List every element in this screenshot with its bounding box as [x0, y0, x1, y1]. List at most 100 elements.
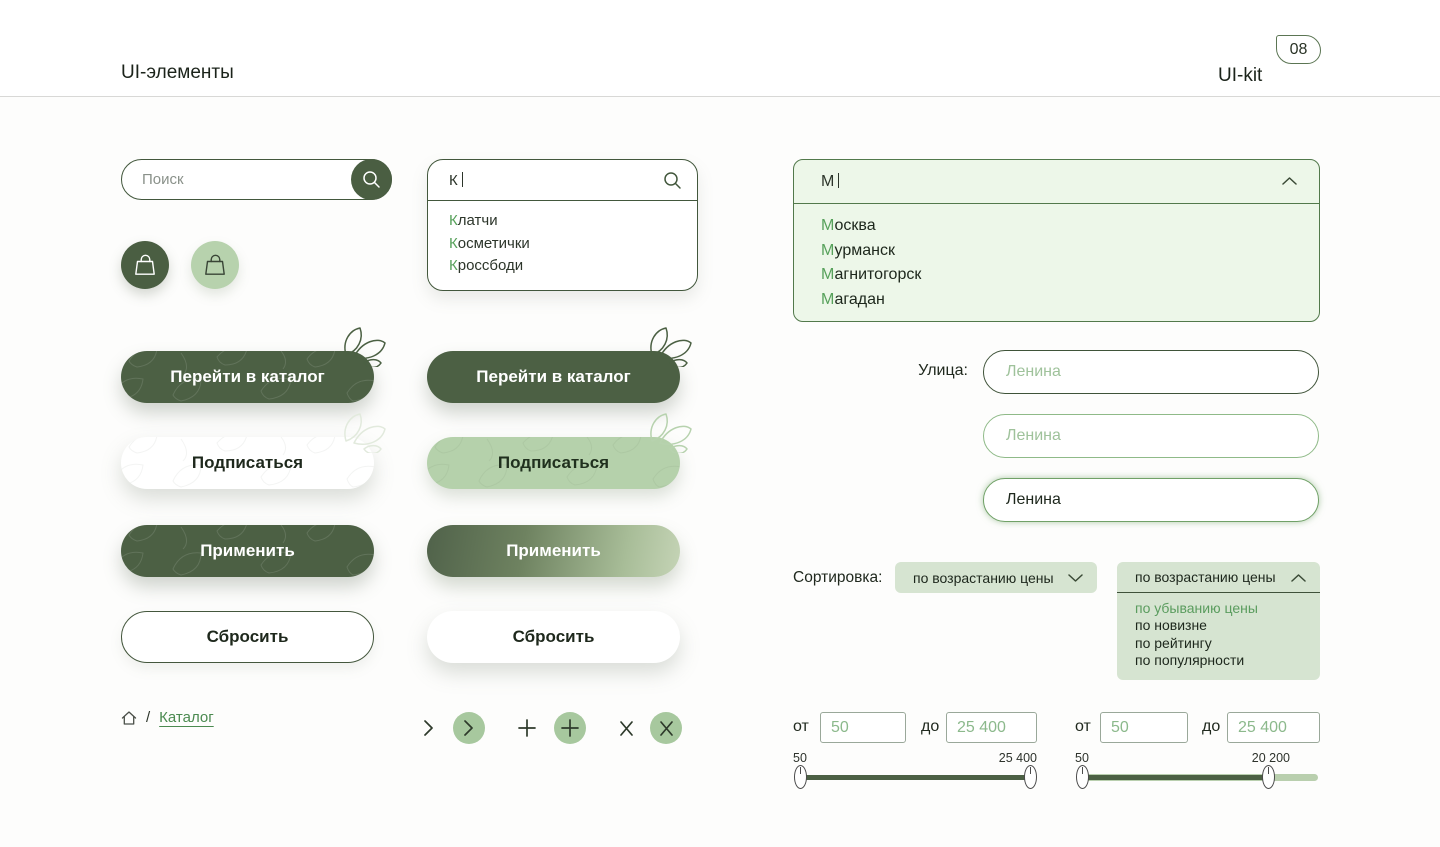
city-options-list: Москва Мурманск Магнитогорск Магадан [794, 204, 1319, 312]
chevron-up-icon [1291, 574, 1306, 582]
header: UI-элементы UI-kit 08 [0, 0, 1440, 97]
slider-min-label: 50 [1075, 751, 1089, 765]
catalog-button-textured[interactable]: Перейти в каталог [121, 327, 386, 403]
slider-handle-min[interactable] [794, 765, 807, 789]
chevron-down-icon [1068, 574, 1083, 582]
price-to-label: до [921, 718, 940, 735]
slider-handle-max[interactable] [1262, 765, 1275, 789]
catalog-button-label: Перейти в каталог [476, 367, 631, 386]
page-title: UI-элементы [121, 62, 234, 83]
sort-option[interactable]: по новизне [1135, 617, 1207, 634]
price-to-input[interactable] [1227, 712, 1320, 743]
slider-max-label: 25 400 [998, 751, 1037, 765]
apply-button-dark[interactable]: Применить [121, 525, 374, 577]
city-option[interactable]: Мурманск [821, 241, 895, 259]
search-field [121, 159, 392, 200]
catalog-button-solid[interactable]: Перейти в каталог [427, 327, 692, 403]
page-number-badge: 08 [1276, 35, 1321, 64]
autocomplete-typed-text: К [449, 172, 463, 189]
subscribe-button-label: Подписаться [191, 453, 304, 472]
reset-button-label: Сбросить [512, 627, 595, 646]
price-from-input[interactable] [1100, 712, 1188, 743]
autocomplete-option[interactable]: Косметички [449, 234, 530, 252]
autocomplete-option[interactable]: Кроссбоди [449, 257, 524, 275]
apply-button-label: Применить [506, 541, 601, 560]
subscribe-button-label: Подписаться [497, 453, 610, 472]
autocomplete-option[interactable]: Клатчи [449, 212, 498, 229]
plus-circle-button[interactable] [554, 712, 586, 744]
slider-handle-max[interactable] [1024, 765, 1037, 789]
sort-options-list: по убыванию цены по новизне по рейтингу … [1117, 593, 1320, 680]
reset-button-flat[interactable]: Сбросить [427, 611, 680, 663]
close-circle-button[interactable] [650, 712, 682, 744]
subscribe-button-light[interactable]: Подписаться [427, 413, 692, 489]
uikit-label: UI-kit [1218, 65, 1263, 86]
city-typed-text: М [821, 173, 840, 191]
leaf-decoration-icon [650, 327, 692, 367]
sort-selected-value: по возрастанию цены [913, 569, 1054, 586]
city-combobox: М Москва Мурманск Магнитогорск Магадан [793, 159, 1320, 322]
search-button[interactable] [351, 159, 392, 200]
street-input-default[interactable] [983, 350, 1319, 394]
breadcrumb: / Каталог [121, 709, 214, 726]
chevron-right-button[interactable] [424, 720, 434, 736]
slider-max-label: 20 200 [1251, 751, 1290, 765]
reset-button-label: Сбросить [206, 627, 289, 646]
sort-option[interactable]: по убыванию цены [1135, 600, 1258, 616]
chevron-right-icon [424, 720, 433, 736]
autocomplete-list: Клатчи Косметички Кроссбоди [428, 201, 697, 278]
city-option[interactable]: Магадан [821, 290, 885, 308]
chevron-right-circle-button[interactable] [453, 712, 485, 744]
search-icon[interactable] [663, 171, 683, 191]
chevron-right-icon [464, 720, 473, 736]
sort-option[interactable]: по рейтингу [1135, 634, 1212, 651]
apply-button-label: Применить [200, 541, 295, 560]
plus-icon [518, 719, 536, 737]
text-caret [461, 172, 463, 187]
subscribe-button-white[interactable]: Подписаться [121, 413, 386, 489]
home-icon[interactable] [121, 710, 137, 726]
shopping-bag-icon [135, 254, 155, 275]
text-caret [838, 173, 840, 188]
price-from-input[interactable] [820, 712, 906, 743]
sort-dropdown-toggle[interactable]: по возрастанию цены [1117, 562, 1320, 593]
shopping-bag-icon [205, 254, 225, 275]
street-input-focused[interactable] [983, 478, 1319, 522]
range-slider-filled[interactable] [1080, 775, 1268, 780]
catalog-button-label: Перейти в каталог [170, 367, 325, 386]
apply-button-gradient[interactable]: Применить [427, 525, 680, 577]
slider-handle-min[interactable] [1076, 765, 1089, 789]
price-to-input[interactable] [946, 712, 1037, 743]
cart-button-dark[interactable] [121, 241, 169, 289]
range-slider-track[interactable] [800, 775, 1031, 780]
search-icon [362, 170, 380, 188]
reset-button-outline[interactable]: Сбросить [121, 611, 374, 663]
city-option[interactable]: Москва [821, 217, 876, 234]
close-icon [620, 721, 633, 736]
cart-button-light[interactable] [191, 241, 239, 289]
close-button[interactable] [619, 720, 634, 737]
slider-min-label: 50 [793, 751, 807, 765]
price-from-label: от [1075, 718, 1091, 735]
city-combobox-input-row[interactable]: М [794, 160, 1319, 204]
sorting-label: Сортировка: [793, 569, 883, 586]
sort-dropdown-collapsed: по возрастанию цены [895, 562, 1097, 593]
sort-dropdown-toggle[interactable]: по возрастанию цены [895, 562, 1097, 593]
autocomplete-input-row[interactable]: К [428, 160, 697, 201]
search-autocomplete: К Клатчи Косметички Кроссбоди [427, 159, 698, 291]
street-input-hover[interactable] [983, 414, 1319, 458]
price-to-label: до [1202, 718, 1221, 735]
search-input[interactable] [142, 160, 342, 199]
chevron-up-icon[interactable] [1282, 177, 1297, 185]
breadcrumb-separator: / [146, 709, 151, 726]
sort-selected-value: по возрастанию цены [1135, 569, 1276, 585]
plus-icon [561, 719, 579, 737]
city-option[interactable]: Магнитогорск [821, 266, 922, 284]
breadcrumb-link-catalog[interactable]: Каталог [159, 709, 214, 726]
sort-dropdown-expanded: по возрастанию цены по убыванию цены по … [1117, 562, 1320, 680]
sort-option[interactable]: по популярности [1135, 652, 1245, 669]
street-label: Улица: [918, 362, 968, 379]
close-icon [659, 720, 673, 736]
plus-button[interactable] [518, 719, 536, 737]
